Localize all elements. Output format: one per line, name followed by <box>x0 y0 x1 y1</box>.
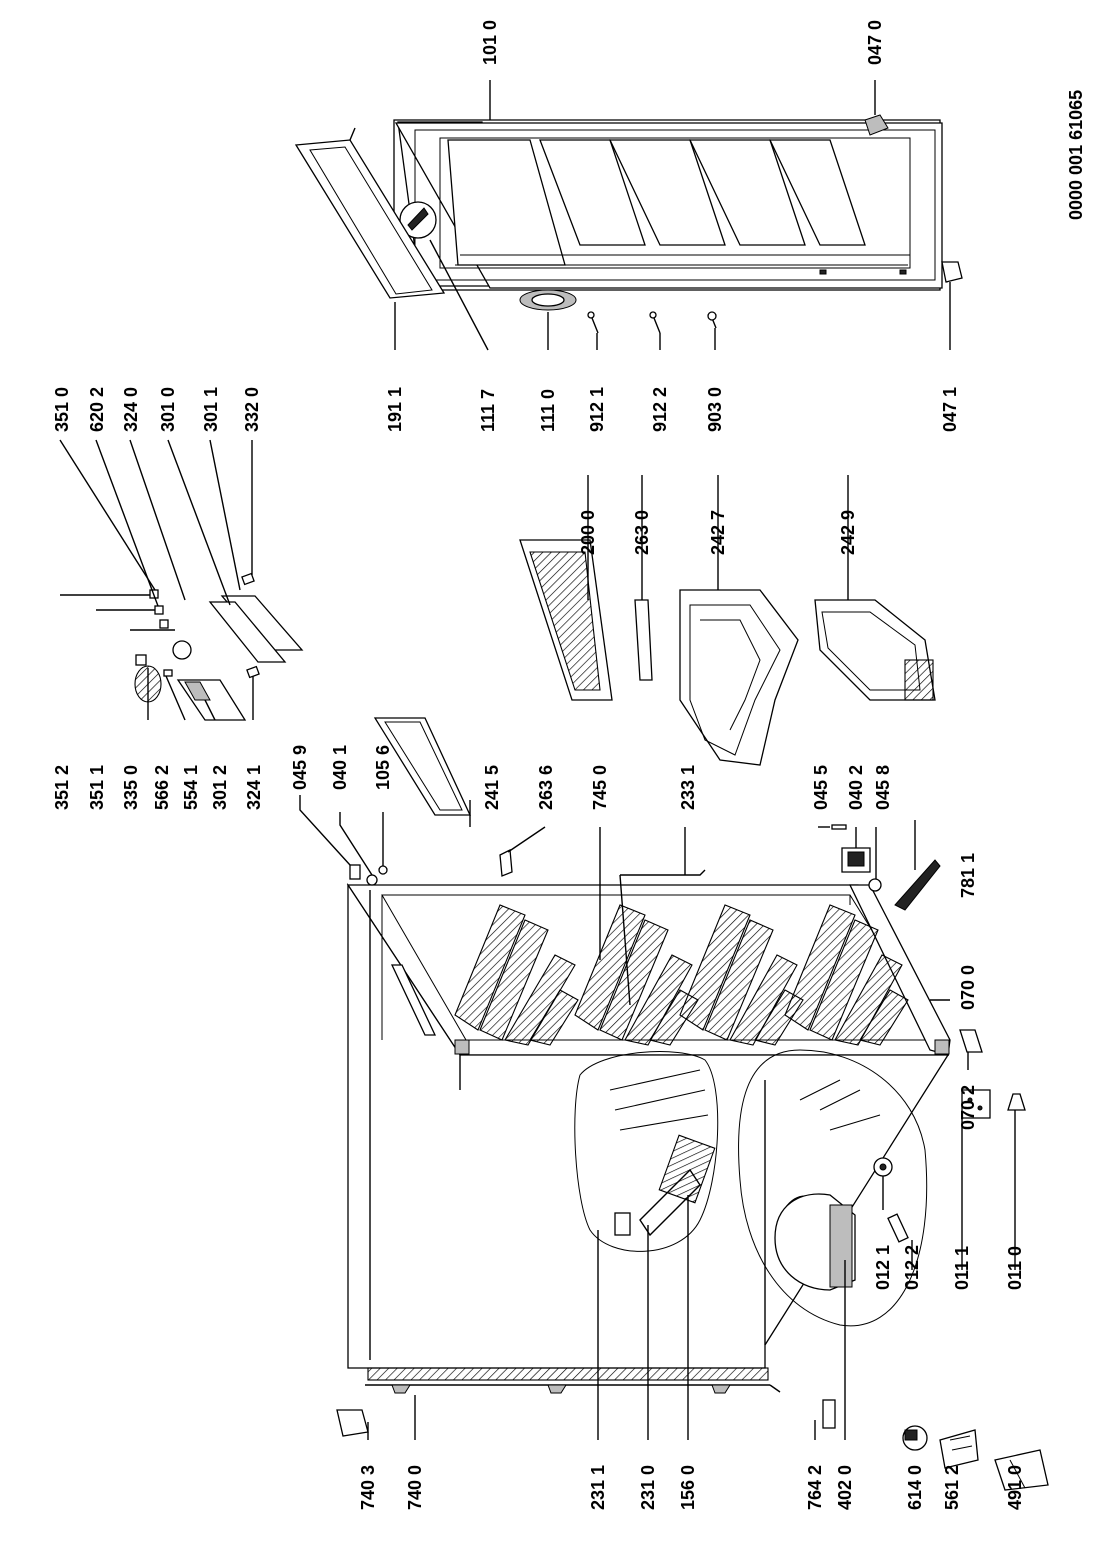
part-label-263-0: 263 0 <box>632 510 652 555</box>
part-label-903-0: 903 0 <box>705 387 725 432</box>
part-label-047-1: 047 1 <box>940 387 960 432</box>
condenser <box>365 1367 781 1394</box>
part-label-740-3: 740 3 <box>358 1465 378 1510</box>
part-label-231-1: 231 1 <box>588 1465 608 1510</box>
part-label-241-5: 241 5 <box>482 765 502 810</box>
part-label-324-1: 324 1 <box>244 765 264 810</box>
part-label-324-0: 324 0 <box>121 387 141 432</box>
part-label-047-0: 047 0 <box>865 20 885 65</box>
electrical-area <box>574 1051 719 1252</box>
part-label-101-0: 101 0 <box>480 20 500 65</box>
part-label-351-1: 351 1 <box>87 765 107 810</box>
control-panel-parts <box>134 572 304 721</box>
part-label-740-0: 740 0 <box>405 1465 425 1510</box>
part-label-105-6: 105 6 <box>373 745 393 790</box>
part-label-111-7: 111 7 <box>478 389 498 432</box>
part-label-614-0: 614 0 <box>905 1465 925 1510</box>
part-label-011-1: 011 1 <box>952 1246 972 1290</box>
part-label-045-8: 045 8 <box>873 765 893 810</box>
drawing-number: 0000 001 61065 <box>1066 90 1086 220</box>
part-label-566-2: 566 2 <box>152 765 172 810</box>
part-label-332-0: 332 0 <box>242 387 262 432</box>
part-label-301-0: 301 0 <box>158 387 178 432</box>
drawers-shelves <box>373 539 936 816</box>
door-seal <box>294 127 446 299</box>
part-label-351-2: 351 2 <box>52 765 72 810</box>
part-label-011-0: 011 0 <box>1005 1246 1025 1290</box>
part-label-242-9: 242 9 <box>838 510 858 555</box>
part-label-912-1: 912 1 <box>587 387 607 432</box>
part-label-045-9: 045 9 <box>290 745 310 790</box>
part-label-301-1: 301 1 <box>201 387 221 432</box>
part-label-351-0: 351 0 <box>52 387 72 432</box>
part-label-045-5: 045 5 <box>811 765 831 810</box>
part-label-781-1: 781 1 <box>958 853 978 898</box>
part-label-301-2: 301 2 <box>210 765 230 810</box>
part-label-012-2: 012 2 <box>902 1245 922 1290</box>
part-label-912-2: 912 2 <box>650 387 670 432</box>
misc-parts <box>336 261 1049 1491</box>
part-label-764-2: 764 2 <box>805 1465 825 1510</box>
part-label-070-2: 070 2 <box>958 1085 978 1130</box>
part-label-012-1: 012 1 <box>873 1245 893 1290</box>
compressor-area <box>738 1049 928 1327</box>
part-number-labels: 740 3 740 0 231 1 231 0 156 0 764 2 402 … <box>52 20 1025 1510</box>
part-label-620-2: 620 2 <box>87 387 107 432</box>
part-label-156-0: 156 0 <box>678 1465 698 1510</box>
part-label-200-0: 200 0 <box>578 510 598 555</box>
part-label-554-1: 554 1 <box>181 765 201 810</box>
part-label-745-0: 745 0 <box>590 765 610 810</box>
door <box>393 114 961 311</box>
part-label-231-0: 231 0 <box>638 1465 658 1510</box>
part-label-070-0: 070 0 <box>958 965 978 1010</box>
part-label-402-0: 402 0 <box>835 1465 855 1510</box>
part-label-040-1: 040 1 <box>330 745 350 790</box>
part-label-335-0: 335 0 <box>121 765 141 810</box>
evaporator-shelves <box>454 904 909 1046</box>
leader-lines <box>59 80 1016 1440</box>
part-label-263-6: 263 6 <box>536 765 556 810</box>
part-label-233-1: 233 1 <box>678 765 698 810</box>
part-label-242-7: 242 7 <box>708 510 728 555</box>
part-label-561-2: 561 2 <box>942 1465 962 1510</box>
part-label-111-0: 111 0 <box>538 389 558 432</box>
door-fasteners <box>587 311 717 334</box>
part-label-040-2: 040 2 <box>846 765 866 810</box>
part-label-191-1: 191 1 <box>385 387 405 432</box>
part-label-491-0: 491 0 <box>1005 1465 1025 1510</box>
